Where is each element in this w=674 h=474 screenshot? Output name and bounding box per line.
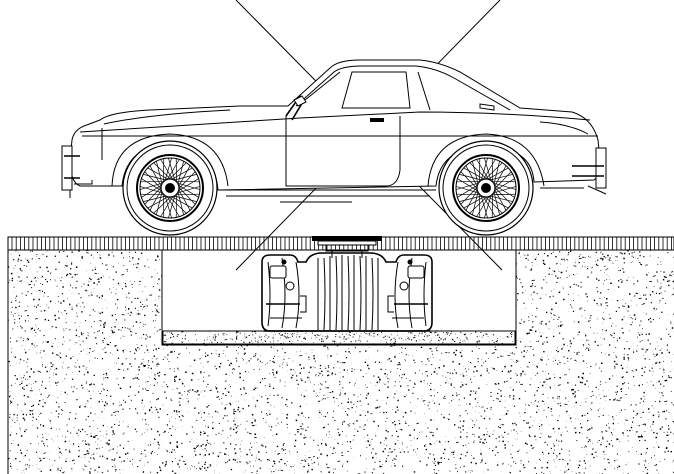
gravel-speckle bbox=[163, 331, 515, 344]
rear-wheel bbox=[438, 140, 534, 236]
underground-tank bbox=[261, 252, 433, 332]
soil-block bbox=[7, 249, 674, 474]
tank-manhole-cover bbox=[312, 236, 382, 258]
car bbox=[61, 59, 607, 203]
pavement-hatch bbox=[11, 237, 672, 250]
front-wheel bbox=[122, 140, 218, 236]
